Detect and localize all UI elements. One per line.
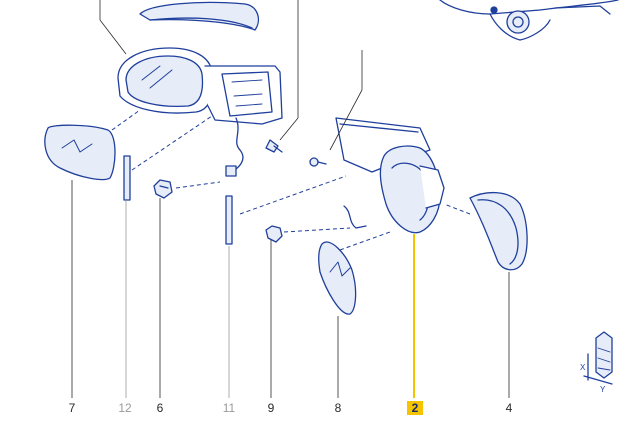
mirror-glass-part-8: [318, 241, 357, 315]
strip-part-12: [123, 155, 131, 201]
vehicle-outline: [439, 0, 619, 41]
mirror-housing-part-2: [335, 117, 445, 234]
mirror-glass-part-7: [44, 124, 116, 181]
callout-part-12[interactable]: 12: [118, 401, 132, 415]
callout-part-9[interactable]: 9: [267, 401, 275, 415]
axis-y-label: Y: [600, 385, 606, 394]
leader-lines-muted: [125, 200, 230, 398]
axis-x-label: X: [580, 363, 586, 372]
screw-small: [309, 157, 327, 167]
clip-part-6: [153, 179, 173, 199]
screw-upper: [265, 139, 283, 153]
callout-part-4[interactable]: 4: [505, 401, 513, 415]
axis-marker: [583, 331, 613, 385]
callout-part-8[interactable]: 8: [334, 401, 342, 415]
callout-part-11[interactable]: 11: [222, 401, 236, 415]
callout-part-2[interactable]: 2: [407, 401, 423, 415]
leader-lines: [71, 0, 510, 398]
strip-part-11: [225, 195, 233, 245]
mirror-cover-part-4: [469, 192, 528, 271]
callout-part-7[interactable]: 7: [68, 401, 76, 415]
mirror-cover-top: [139, 1, 259, 31]
mirror-assembly-complete: [117, 47, 283, 177]
callout-part-6[interactable]: 6: [156, 401, 164, 415]
clip-part-9: [265, 225, 283, 243]
assembly-guide-lines: [111, 109, 471, 251]
